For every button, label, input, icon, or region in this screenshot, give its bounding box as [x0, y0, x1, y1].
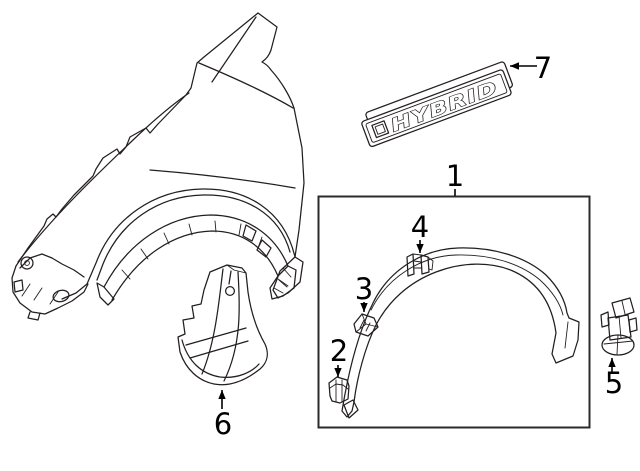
clip-4[interactable]: [406, 253, 434, 277]
callout-4-label[interactable]: 4: [411, 210, 429, 244]
callout-3[interactable]: 3: [355, 272, 373, 312]
callout-7-label[interactable]: 7: [534, 51, 552, 85]
callout-1-label[interactable]: 1: [446, 159, 464, 193]
callout-2[interactable]: 2: [330, 334, 348, 377]
clip-2[interactable]: [328, 376, 350, 404]
callout-5[interactable]: 5: [605, 358, 623, 400]
callout-4[interactable]: 4: [411, 210, 429, 253]
fender-arch-molding[interactable]: [341, 247, 580, 419]
clip-3[interactable]: [353, 313, 379, 337]
fender-front-bracket[interactable]: [11, 253, 89, 321]
clip-5[interactable]: [600, 297, 638, 356]
fender-outline[interactable]: [15, 12, 305, 300]
emblem-square-inner: [374, 123, 386, 135]
callout-5-label[interactable]: 5: [605, 366, 623, 400]
hybrid-emblem[interactable]: HYBRID: [359, 61, 516, 148]
mud-guard[interactable]: [177, 264, 268, 386]
molding-parts-box: [317, 195, 591, 429]
wheel-arch-liner[interactable]: [96, 214, 297, 306]
callout-6[interactable]: 6: [214, 390, 232, 441]
callout-1[interactable]: 1: [446, 159, 464, 196]
callout-6-label[interactable]: 6: [214, 407, 232, 441]
callout-2-label[interactable]: 2: [330, 334, 348, 368]
callout-3-label[interactable]: 3: [355, 272, 373, 306]
emblem-square-mark: [371, 120, 390, 139]
callout-7[interactable]: 7: [510, 51, 552, 85]
